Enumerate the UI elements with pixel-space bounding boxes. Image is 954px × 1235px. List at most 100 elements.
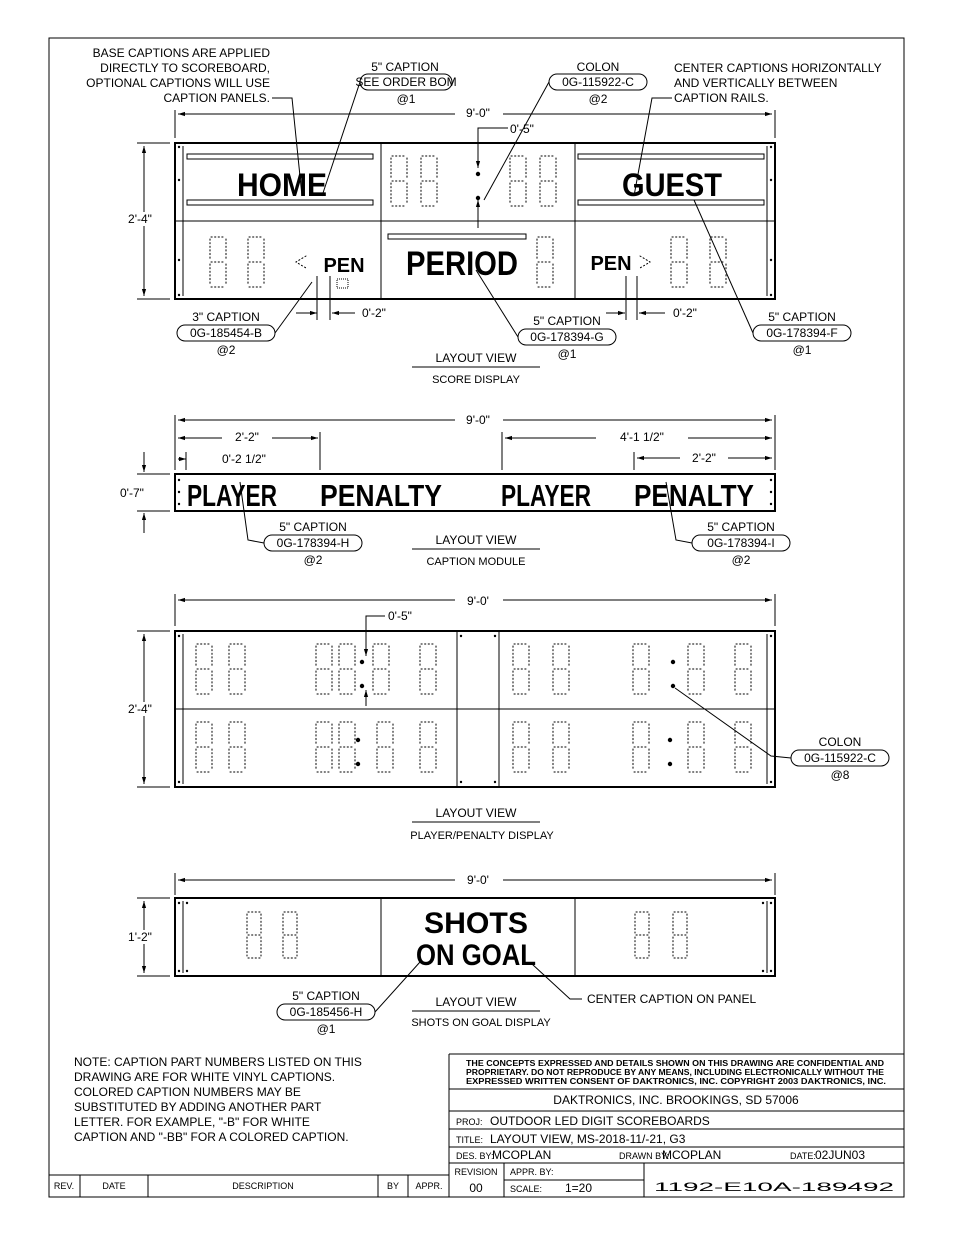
svg-text:5" CAPTION: 5" CAPTION bbox=[768, 310, 836, 324]
svg-text:5" CAPTION: 5" CAPTION bbox=[371, 60, 439, 74]
svg-text:0G-178394-I: 0G-178394-I bbox=[707, 536, 774, 550]
svg-text:COLON: COLON bbox=[577, 60, 620, 74]
caption-shots: SHOTS bbox=[424, 907, 528, 940]
view-title-caption: LAYOUT VIEW bbox=[436, 533, 518, 547]
view-title-score: LAYOUT VIEW bbox=[436, 351, 518, 365]
view-sub-player: PLAYER/PENALTY DISPLAY bbox=[410, 830, 554, 842]
dim-width-player: 9'-0' bbox=[467, 594, 489, 608]
view-title-shots: LAYOUT VIEW bbox=[436, 995, 518, 1009]
svg-text:0G-178394-G: 0G-178394-G bbox=[530, 330, 603, 344]
dim-height-caption: 0'-7" bbox=[120, 486, 144, 500]
svg-text:LETTER. FOR EXAMPLE, "-B" FOR: LETTER. FOR EXAMPLE, "-B" FOR WHITE bbox=[74, 1115, 310, 1129]
player-penalty-display: 9'-0' 0'-5" 2'-4" bbox=[118, 593, 890, 842]
sheet-border bbox=[48, 37, 905, 1198]
svg-text:PROPRIETARY. DO NOT REPRODUCE: PROPRIETARY. DO NOT REPRODUCE BY ANY MEA… bbox=[466, 1068, 885, 1077]
caption-penalty-2: PENALTY bbox=[634, 478, 754, 513]
caption-penalty-1: PENALTY bbox=[320, 478, 442, 513]
svg-text:5" CAPTION: 5" CAPTION bbox=[707, 520, 775, 534]
svg-text:DATE: DATE bbox=[102, 1181, 125, 1191]
center-captions-note: CENTER CAPTIONS HORIZONTALLY AND VERTICA… bbox=[633, 61, 882, 197]
svg-text:BY: BY bbox=[387, 1181, 399, 1191]
callout-colon-player: COLON 0G-115922-C @8 bbox=[674, 687, 890, 782]
dim-pen-offset-guest: 0'-2" bbox=[673, 306, 697, 320]
svg-text:DATE:: DATE: bbox=[790, 1151, 816, 1161]
dim-caption-inset: 0'-2 1/2" bbox=[222, 452, 266, 466]
svg-text:EXPRESSED WRITTEN CONSENT OF D: EXPRESSED WRITTEN CONSENT OF DAKTRONICS,… bbox=[466, 1077, 886, 1086]
svg-text:APPR.: APPR. bbox=[415, 1181, 442, 1191]
drawing-title: LAYOUT VIEW, MS-2018-11/-21, G3 bbox=[490, 1132, 686, 1146]
svg-text:DIRECTLY TO SCOREBOARD,: DIRECTLY TO SCOREBOARD, bbox=[100, 61, 270, 75]
svg-text:COLON: COLON bbox=[819, 735, 862, 749]
dim-penalty-offset: 4'-1 1/2" bbox=[620, 430, 664, 444]
svg-text:TITLE:: TITLE: bbox=[456, 1135, 483, 1145]
caption-pen-guest: PEN bbox=[590, 253, 631, 275]
svg-text:REV.: REV. bbox=[54, 1181, 74, 1191]
score-display: 9'-0" 0'-5" 2'-4" HOME GUEST bbox=[118, 106, 852, 386]
shots-on-goal-display: 9'-0' 1'-2" SHOTS ON GOAL 5" CAPTION 0G-… bbox=[118, 872, 776, 1036]
caption-pen-home: PEN bbox=[323, 255, 364, 277]
svg-text:AND VERTICALLY BETWEEN: AND VERTICALLY BETWEEN bbox=[674, 76, 837, 90]
caption-home: HOME bbox=[237, 167, 327, 203]
svg-text:5" CAPTION: 5" CAPTION bbox=[533, 314, 601, 328]
callout-see-order-bom: 5" CAPTION SEE ORDER BOM @1 bbox=[321, 60, 457, 197]
svg-text:CAPTION PANELS.: CAPTION PANELS. bbox=[164, 91, 270, 105]
project-name: OUTDOOR LED DIGIT SCOREBOARDS bbox=[490, 1114, 710, 1128]
dim-colon-offset: 0'-5" bbox=[510, 122, 534, 136]
callout-colon-top: COLON 0G-115922-C @2 bbox=[483, 60, 648, 201]
svg-text:SUBSTITUTED BY ADDING ANOTHER: SUBSTITUTED BY ADDING ANOTHER PART bbox=[74, 1100, 322, 1114]
svg-text:PROJ:: PROJ: bbox=[456, 1117, 483, 1127]
svg-text:@2: @2 bbox=[304, 553, 323, 567]
svg-text:CAPTION AND "-BB" FOR A COLORE: CAPTION AND "-BB" FOR A COLORED CAPTION. bbox=[74, 1130, 349, 1144]
callout-shots-caption: 5" CAPTION 0G-185456-H @1 bbox=[276, 961, 421, 1036]
caption-period: PERIOD bbox=[406, 245, 518, 283]
caption-part-note: NOTE: CAPTION PART NUMBERS LISTED ON THI… bbox=[74, 1055, 362, 1144]
svg-text:@1: @1 bbox=[397, 92, 416, 106]
view-sub-caption: CAPTION MODULE bbox=[426, 556, 525, 568]
view-sub-score: SCORE DISPLAY bbox=[432, 374, 520, 386]
drawn-by: MCOPLAN bbox=[662, 1148, 721, 1162]
svg-text:BASE CAPTIONS ARE APPLIED: BASE CAPTIONS ARE APPLIED bbox=[93, 46, 271, 60]
svg-text:0G-178394-H: 0G-178394-H bbox=[277, 536, 350, 550]
callout-3in-caption: 3" CAPTION 0G-185454-B @2 bbox=[176, 281, 313, 357]
svg-text:0G-185454-B: 0G-185454-B bbox=[190, 326, 262, 340]
base-caption-note: BASE CAPTIONS ARE APPLIED DIRECTLY TO SC… bbox=[86, 46, 303, 197]
svg-text:@2: @2 bbox=[732, 553, 751, 567]
svg-text:DES. BY:: DES. BY: bbox=[456, 1151, 494, 1161]
center-caption-note: CENTER CAPTION ON PANEL bbox=[531, 963, 756, 1006]
dim-width-shots: 9'-0' bbox=[467, 873, 489, 887]
svg-text:0G-178394-F: 0G-178394-F bbox=[766, 326, 837, 340]
caption-on-goal: ON GOAL bbox=[416, 939, 536, 972]
dim-width-score: 9'-0" bbox=[466, 106, 490, 120]
dim-height-score: 2'-4" bbox=[128, 212, 152, 226]
svg-text:@2: @2 bbox=[217, 343, 236, 357]
dim-width-caption: 9'-0" bbox=[466, 413, 490, 427]
svg-text:COLORED CAPTION NUMBERS MAY BE: COLORED CAPTION NUMBERS MAY BE bbox=[74, 1085, 301, 1099]
svg-text:@1: @1 bbox=[558, 347, 577, 361]
svg-text:@8: @8 bbox=[831, 768, 850, 782]
svg-text:REVISION: REVISION bbox=[454, 1167, 497, 1177]
dim-pen-offset-home: 0'-2" bbox=[362, 306, 386, 320]
designed-by: MCOPLAN bbox=[492, 1148, 551, 1162]
svg-text:0G-115922-C: 0G-115922-C bbox=[562, 75, 634, 89]
revision-number: 00 bbox=[469, 1181, 483, 1195]
callout-player-caption: 5" CAPTION 0G-178394-H @2 bbox=[239, 481, 363, 567]
caption-player-1: PLAYER bbox=[187, 478, 277, 513]
svg-text:CENTER CAPTION ON PANEL: CENTER CAPTION ON PANEL bbox=[587, 992, 756, 1006]
drawing-scale: 1=20 bbox=[565, 1181, 592, 1195]
svg-text:SCALE:: SCALE: bbox=[510, 1184, 542, 1194]
svg-text:0G-115922-C: 0G-115922-C bbox=[804, 751, 876, 765]
svg-text:CAPTION RAILS.: CAPTION RAILS. bbox=[674, 91, 769, 105]
svg-text:DRAWING ARE FOR WHITE VINYL CA: DRAWING ARE FOR WHITE VINYL CAPTIONS. bbox=[74, 1070, 335, 1084]
dim-penalty-width-right: 2'-2" bbox=[692, 451, 716, 465]
svg-text:OPTIONAL CAPTIONS WILL USE: OPTIONAL CAPTIONS WILL USE bbox=[86, 76, 270, 90]
title-block: THE CONCEPTS EXPRESSED AND DETAILS SHOWN… bbox=[448, 1053, 904, 1197]
svg-text:0G-185456-H: 0G-185456-H bbox=[290, 1005, 363, 1019]
svg-text:@2: @2 bbox=[589, 92, 608, 106]
caption-module: 9'-0" 2'-2" 0'-2 1/2" 4'-1 1/2" 2'-2" 0'… bbox=[120, 412, 791, 568]
callout-guest-caption: 5" CAPTION 0G-178394-F @1 bbox=[693, 199, 852, 357]
svg-text:CENTER CAPTIONS HORIZONTALLY: CENTER CAPTIONS HORIZONTALLY bbox=[674, 61, 882, 75]
svg-text:SEE ORDER BOM: SEE ORDER BOM bbox=[355, 75, 456, 89]
svg-text:DESCRIPTION: DESCRIPTION bbox=[232, 1181, 294, 1191]
dim-height-shots: 1'-2" bbox=[128, 930, 152, 944]
